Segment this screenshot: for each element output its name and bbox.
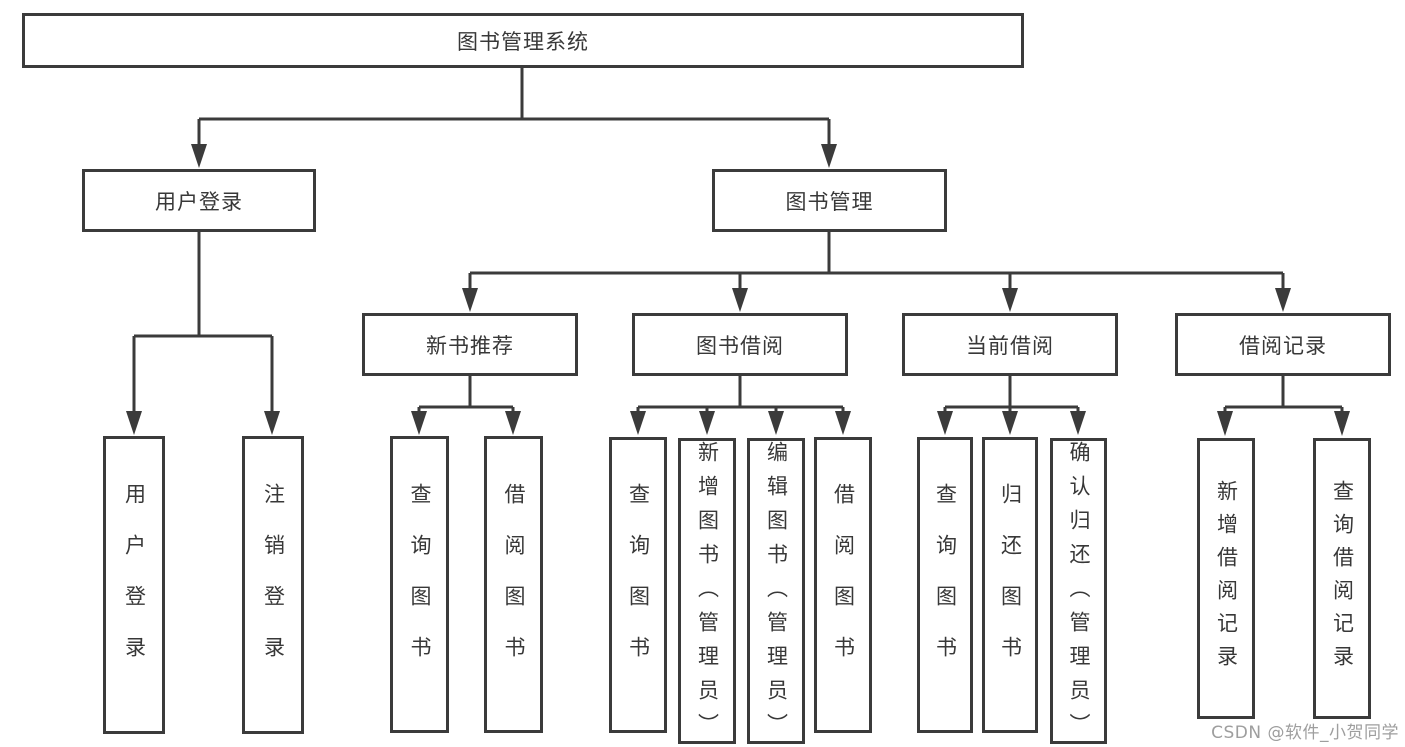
node-root: 图书管理系统: [22, 13, 1024, 68]
leaf-br-add-record: 新增借阅记录: [1197, 438, 1255, 719]
leaf-bb-query-book-label: 查询图书: [626, 483, 651, 687]
node-book-management-label: 图书管理: [785, 189, 874, 214]
leaf-logout-login: 注销登录: [242, 436, 304, 734]
leaf-cb-query-book: 查询图书: [917, 437, 973, 733]
leaf-cb-return-book: 归还图书: [982, 437, 1038, 733]
node-root-label: 图书管理系统: [457, 29, 589, 54]
leaf-user-login: 用户登录: [103, 436, 165, 734]
node-new-book-recommend-label: 新书推荐: [426, 333, 514, 358]
arrowheads: [126, 144, 1350, 436]
node-book-borrowing: 图书借阅: [632, 313, 848, 376]
leaf-nbr-query-book-label: 查询图书: [408, 482, 432, 687]
leaf-cb-confirm-return-admin-label: 确认归还（管理员）: [1067, 441, 1091, 747]
leaf-bb-borrow-book-label: 借阅图书: [831, 483, 856, 687]
node-user-login-label: 用户登录: [155, 189, 243, 214]
leaf-cb-confirm-return-admin: 确认归还（管理员）: [1050, 438, 1107, 747]
node-current-borrowing: 当前借阅: [902, 313, 1118, 376]
node-borrowing-records: 借阅记录: [1175, 313, 1391, 376]
node-new-book-recommend: 新书推荐: [362, 313, 578, 376]
leaf-bb-add-book-admin: 新增图书（管理员）: [678, 438, 736, 747]
leaf-br-add-record-label: 新增借阅记录: [1214, 479, 1239, 678]
node-borrowing-records-label: 借阅记录: [1239, 333, 1327, 358]
leaf-br-query-record-label: 查询借阅记录: [1330, 479, 1355, 678]
leaf-cb-query-book-label: 查询图书: [933, 483, 958, 687]
leaf-nbr-query-book: 查询图书: [390, 436, 449, 733]
leaf-bb-query-book: 查询图书: [609, 437, 667, 733]
leaf-nbr-borrow-book-label: 借阅图书: [502, 482, 526, 687]
leaf-bb-borrow-book: 借阅图书: [814, 437, 872, 733]
leaf-bb-edit-book-admin: 编辑图书（管理员）: [747, 438, 805, 747]
node-current-borrowing-label: 当前借阅: [966, 333, 1054, 358]
csdn-watermark: CSDN @软件_小贺同学: [1211, 723, 1399, 743]
node-book-borrowing-label: 图书借阅: [696, 333, 784, 358]
node-book-management: 图书管理: [712, 169, 947, 232]
leaf-user-login-label: 用户登录: [122, 483, 147, 687]
node-user-login: 用户登录: [82, 169, 316, 232]
leaf-bb-edit-book-admin-label: 编辑图书（管理员）: [764, 441, 789, 747]
leaf-br-query-record: 查询借阅记录: [1313, 438, 1371, 719]
leaf-bb-add-book-admin-label: 新增图书（管理员）: [695, 441, 720, 747]
leaf-nbr-borrow-book: 借阅图书: [484, 436, 543, 733]
leaf-logout-login-label: 注销登录: [261, 483, 286, 687]
leaf-cb-return-book-label: 归还图书: [998, 483, 1023, 687]
